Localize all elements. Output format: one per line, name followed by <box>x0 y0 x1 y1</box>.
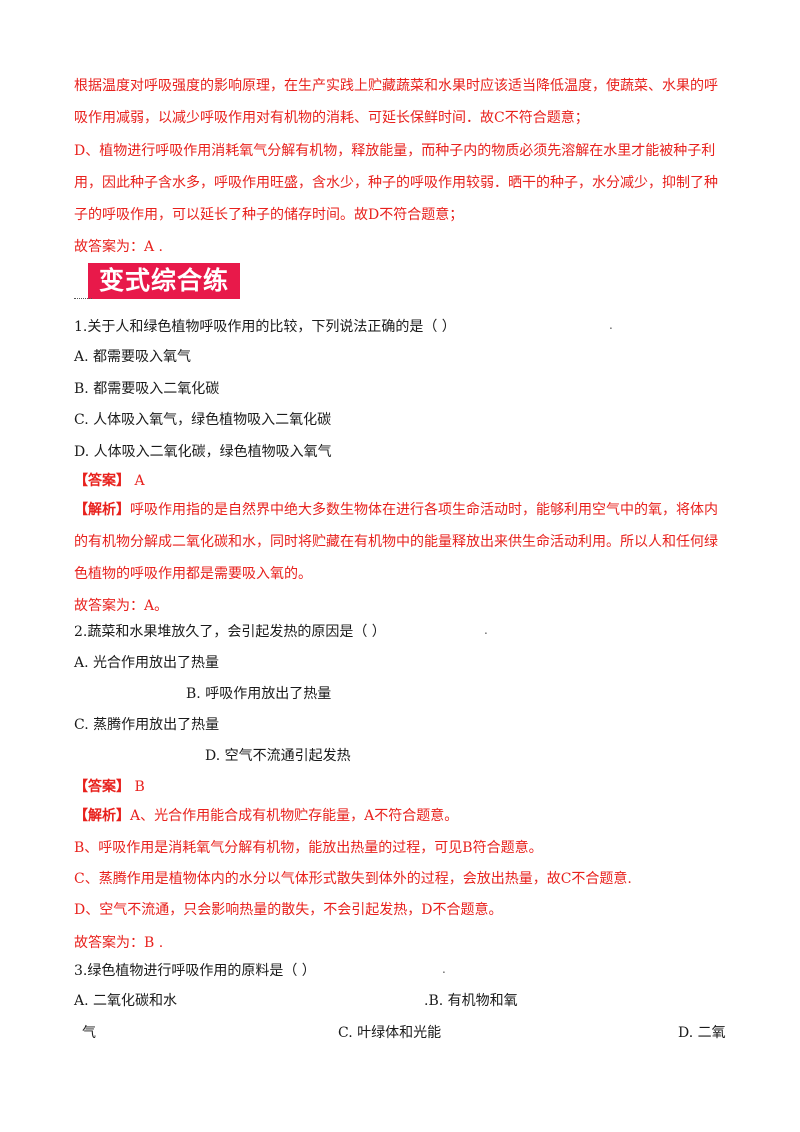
q2-answer: 【答案】 B <box>74 777 145 797</box>
q1-answer: 【答案】 A <box>74 471 145 491</box>
intro-line-5: 子的呼吸作用，可以延长了种子的储存时间。故D不符合题意； <box>74 207 464 223</box>
q1-option-c: C. 人体吸入氧气，绿色植物吸入二氧化碳 <box>74 412 332 428</box>
q1-stem: 1.关于人和绿色植物呼吸作用的比较，下列说法正确的是（ ） <box>74 319 456 335</box>
q2-option-a: A. 光合作用放出了热量 <box>74 655 220 671</box>
q2-analysis-line-1: 【解析】A、光合作用能合成有机物贮存能量，A不符合题意。 <box>74 806 458 826</box>
q2-answer-tag: 【答案】 <box>74 779 130 795</box>
q3-option-b: .B. 有机物和氧 <box>424 993 518 1009</box>
q2-final-answer: 故答案为：B . <box>74 935 164 951</box>
q2-option-b: B. 呼吸作用放出了热量 <box>186 686 332 702</box>
banner-dots <box>74 296 92 299</box>
q2-analysis-text-1: A、光合作用能合成有机物贮存能量，A不符合题意。 <box>130 808 459 824</box>
q3-option-a: A. 二氧化碳和水 <box>74 993 178 1009</box>
section-banner: 变式综合练 <box>88 263 240 299</box>
q2-analysis-line-3: C、蒸腾作用是植物体内的水分以气体形式散失到体外的过程，会放出热量，故C不合题意… <box>74 871 632 887</box>
intro-line-3: D、植物进行呼吸作用消耗氧气分解有机物，释放能量，而种子内的物质必须先溶解在水里… <box>74 143 716 159</box>
q2-stem: 2.蔬菜和水果堆放久了，会引起发热的原因是（ ） <box>74 624 386 640</box>
q1-analysis-line-2: 的有机物分解成二氧化碳和水，同时将贮藏在有机物中的能量释放出来供生命活动利用。所… <box>74 534 718 550</box>
q1-mark: . <box>609 318 613 332</box>
q3-mark: . <box>442 962 446 976</box>
q3-stem: 3.绿色植物进行呼吸作用的原料是（ ） <box>74 963 316 979</box>
q2-mark: . <box>484 623 488 637</box>
intro-line-4: 用，因此种子含水多，呼吸作用旺盛，含水少，种子的呼吸作用较弱．晒干的种子，水分减… <box>74 175 718 191</box>
q2-analysis-line-2: B、呼吸作用是消耗氧气分解有机物，能放出热量的过程，可见B符合题意。 <box>74 840 543 856</box>
q1-analysis-tag: 【解析】 <box>74 502 130 518</box>
q1-option-a: A. 都需要吸入氧气 <box>74 349 192 365</box>
q2-option-c: C. 蒸腾作用放出了热量 <box>74 717 220 733</box>
intro-answer: 故答案为：A . <box>74 239 164 255</box>
intro-line-1: 根据温度对呼吸强度的影响原理，在生产实践上贮藏蔬菜和水果时应该适当降低温度，使蔬… <box>74 78 718 94</box>
q3-option-c: C. 叶绿体和光能 <box>338 1025 442 1041</box>
q1-final-answer: 故答案为：A。 <box>74 598 169 614</box>
q1-answer-value: A <box>130 473 145 489</box>
q2-analysis-tag: 【解析】 <box>74 808 130 824</box>
q2-analysis-line-4: D、空气不流通，只会影响热量的散失，不会引起发热，D不合题意。 <box>74 902 503 918</box>
q3-option-d: D. 二氧 <box>678 1025 726 1041</box>
q1-option-b: B. 都需要吸入二氧化碳 <box>74 381 220 397</box>
q1-analysis-line-3: 色植物的呼吸作用都是需要吸入氧的。 <box>74 566 312 582</box>
q3-option-b-continued: 气 <box>82 1025 96 1041</box>
q1-analysis-text-1: 呼吸作用指的是自然界中绝大多数生物体在进行各项生命活动时，能够利用空气中的氧，将… <box>130 502 718 518</box>
q1-answer-tag: 【答案】 <box>74 473 130 489</box>
q1-analysis-line-1: 【解析】呼吸作用指的是自然界中绝大多数生物体在进行各项生命活动时，能够利用空气中… <box>74 500 718 520</box>
intro-line-2: 吸作用减弱，以减少呼吸作用对有机物的消耗、可延长保鲜时间．故C不符合题意； <box>74 110 589 126</box>
q2-answer-value: B <box>130 779 145 795</box>
q1-option-d: D. 人体吸入二氧化碳，绿色植物吸入氧气 <box>74 444 332 460</box>
q2-option-d: D. 空气不流通引起发热 <box>205 748 351 764</box>
